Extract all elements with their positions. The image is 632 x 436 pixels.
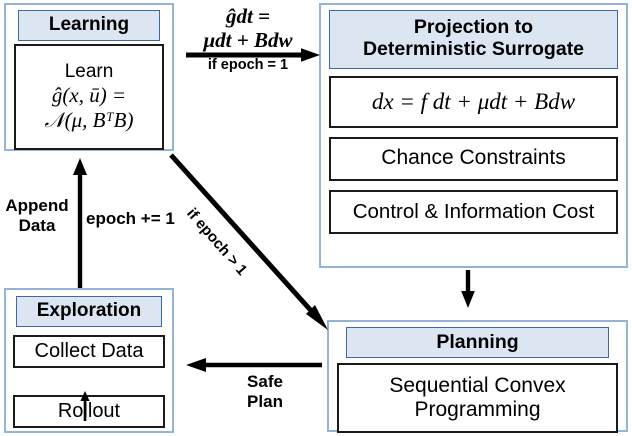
exploration-to-learning-arrow-icon xyxy=(73,158,87,288)
learning-body-line2: ĝ(x, ū) = xyxy=(51,83,127,108)
planning-body-line1: Sequential Convex xyxy=(389,373,566,397)
safe-plan-line2: Plan xyxy=(247,391,283,411)
projection-equation: dx = f dt + μdt + Bdw xyxy=(371,89,576,115)
projection-header-line2: Deterministic Surrogate xyxy=(362,38,585,61)
projection-equation-box: dx = f dt + μdt + Bdw xyxy=(329,75,618,128)
collect-data-box: Collect Data xyxy=(13,334,165,368)
learning-to-planning-arrow-icon xyxy=(169,153,328,330)
projection-header-line1: Projection to xyxy=(413,16,534,38)
learning-to-projection-condition-label: if epoch = 1 xyxy=(207,57,289,73)
safe-plan-label: Safe Plan xyxy=(232,372,298,411)
projection-to-planning-arrow-icon xyxy=(461,270,475,308)
append-data-line2: Data xyxy=(18,215,56,235)
learning-content-box: Learn ĝ(x, ū) = 𝒩(μ, BᵀB) xyxy=(14,43,164,150)
rollout-to-collect-arrow-icon xyxy=(80,391,90,421)
append-data-line1: Append xyxy=(5,196,69,215)
learning-body-line3: 𝒩(μ, BᵀB) xyxy=(44,108,134,133)
learning-to-projection-arrow-icon xyxy=(186,48,320,62)
planning-body-line2: Programming xyxy=(414,398,541,422)
append-data-label: Append Data xyxy=(0,196,74,235)
learning-to-projection-label-line1: ĝdt = xyxy=(225,4,271,28)
learning-body-line1: Learn xyxy=(64,60,114,82)
learning-to-projection-label-line2: μdt + Bdw xyxy=(203,28,293,53)
epoch-increment-label: epoch += 1 xyxy=(86,209,175,228)
planning-content-box: Sequential Convex Programming xyxy=(337,363,618,434)
projection-module: Projection to Deterministic Surrogate dx… xyxy=(319,3,628,268)
learning-header: Learning xyxy=(18,10,160,41)
planning-header: Planning xyxy=(346,327,609,359)
planning-module: Planning Sequential Convex Programming xyxy=(327,320,628,434)
learning-to-projection-label-above: ĝdt = μdt + Bdw xyxy=(182,4,314,53)
learning-module: Learning Learn ĝ(x, ū) = 𝒩(μ, BᵀB) xyxy=(4,3,174,151)
projection-header: Projection to Deterministic Surrogate xyxy=(329,10,618,69)
exploration-header: Exploration xyxy=(16,296,162,327)
planning-to-exploration-arrow-icon xyxy=(186,358,322,372)
control-information-cost-box: Control & Information Cost xyxy=(329,189,618,234)
safe-plan-line1: Safe xyxy=(247,372,283,391)
chance-constraints-box: Chance Constraints xyxy=(329,136,618,181)
exploration-module: Exploration Collect Data Rollout xyxy=(4,288,174,433)
